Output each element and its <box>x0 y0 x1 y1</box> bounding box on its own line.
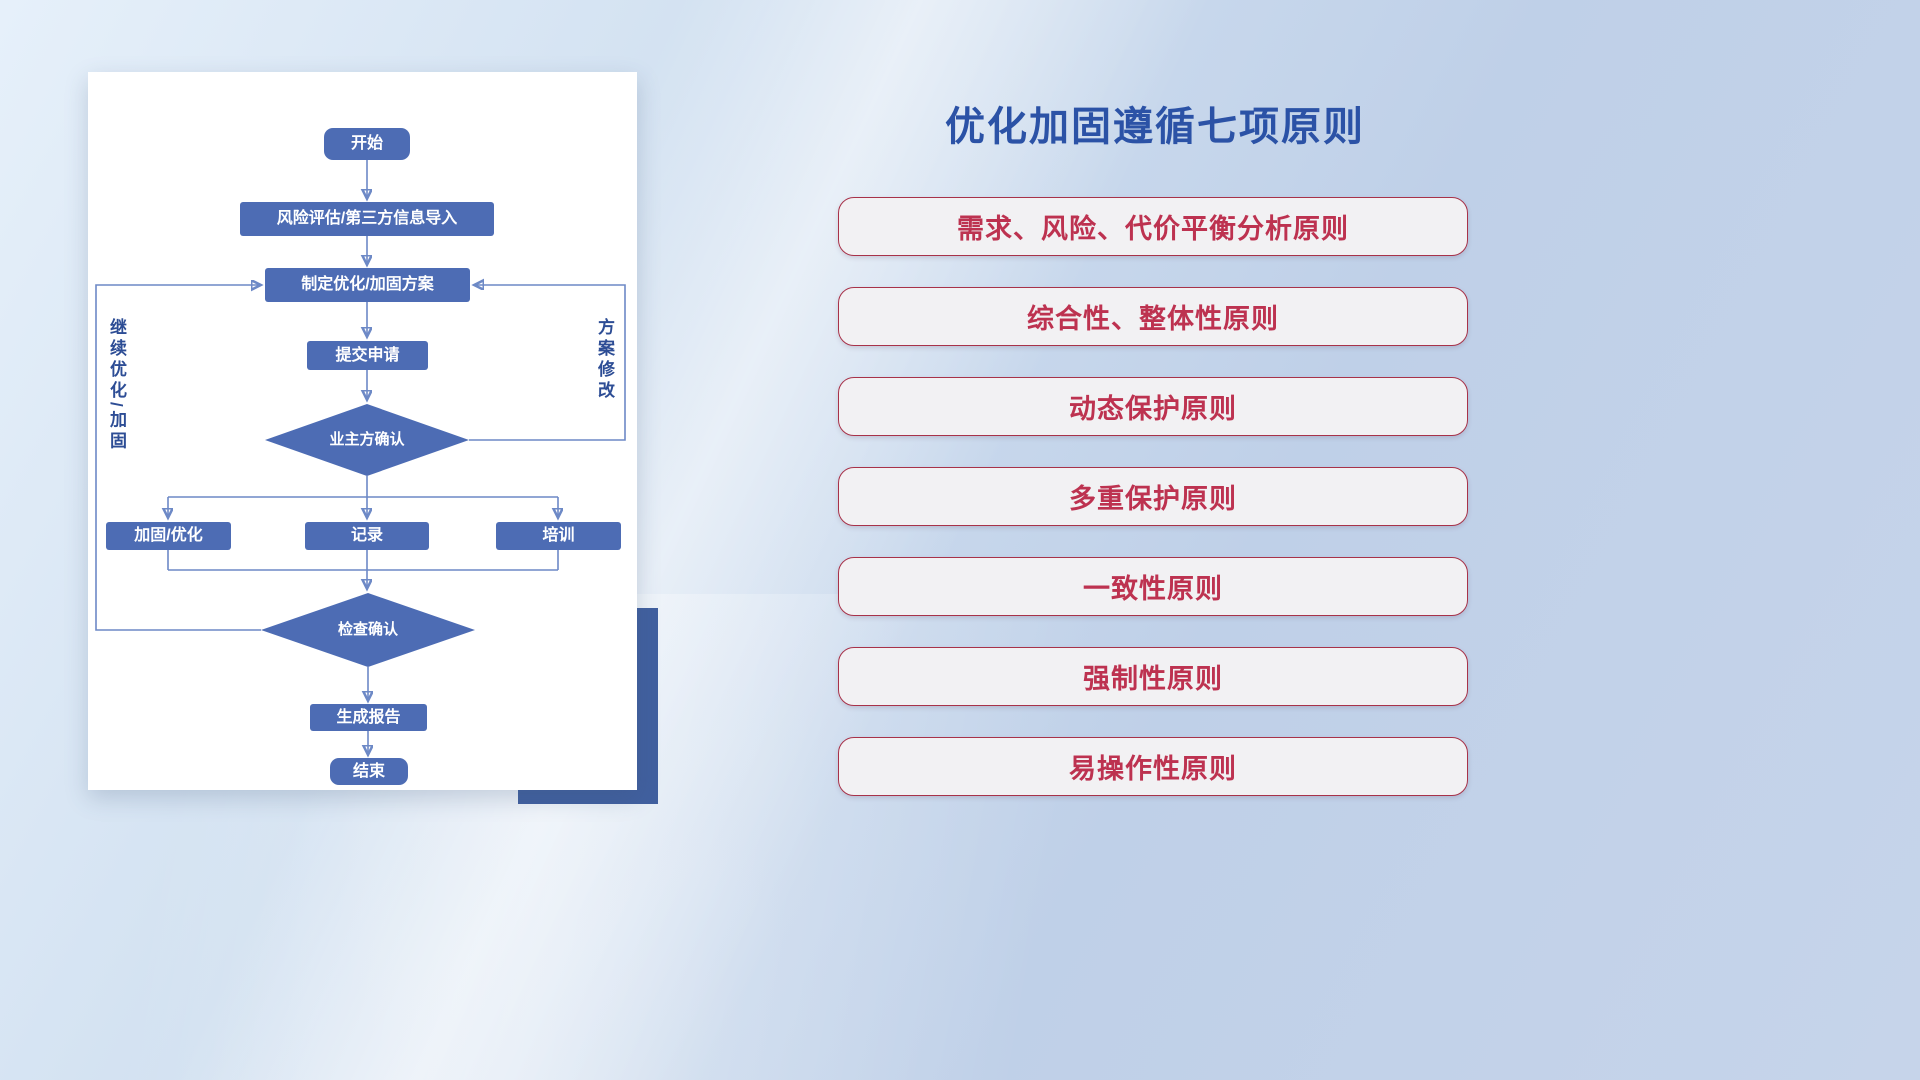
principle-pill-2: 综合性、整体性原则 <box>838 287 1468 346</box>
flow-node-make-plan: 制定优化/加固方案 <box>265 268 470 302</box>
principle-pill-4: 多重保护原则 <box>838 467 1468 526</box>
flow-node-training: 培训 <box>496 522 621 550</box>
flow-node-generate-report: 生成报告 <box>310 704 427 731</box>
flow-node-risk-assessment: 风险评估/第三方信息导入 <box>240 202 494 236</box>
principles-list: 需求、风险、代价平衡分析原则 综合性、整体性原则 动态保护原则 多重保护原则 一… <box>838 197 1468 796</box>
principle-pill-3: 动态保护原则 <box>838 377 1468 436</box>
flow-connectors <box>95 160 626 790</box>
loop-label-continue-optimize: 继续优化/加固 <box>107 318 126 453</box>
flow-node-submit-application: 提交申请 <box>307 341 428 370</box>
flow-node-start: 开始 <box>324 128 410 160</box>
principle-pill-5: 一致性原则 <box>838 557 1468 616</box>
flow-node-end: 结束 <box>330 758 408 785</box>
principle-pill-7: 易操作性原则 <box>838 737 1468 796</box>
loop-label-plan-modify: 方案修改 <box>595 318 614 402</box>
flowchart-card: 开始 风险评估/第三方信息导入 制定优化/加固方案 提交申请 业主方确认 加固/… <box>88 72 637 790</box>
principle-pill-6: 强制性原则 <box>838 647 1468 706</box>
flow-node-harden-optimize: 加固/优化 <box>106 522 231 550</box>
principle-pill-1: 需求、风险、代价平衡分析原则 <box>838 197 1468 256</box>
page-title: 优化加固遵循七项原则 <box>945 105 1365 149</box>
flow-node-record: 记录 <box>305 522 429 550</box>
